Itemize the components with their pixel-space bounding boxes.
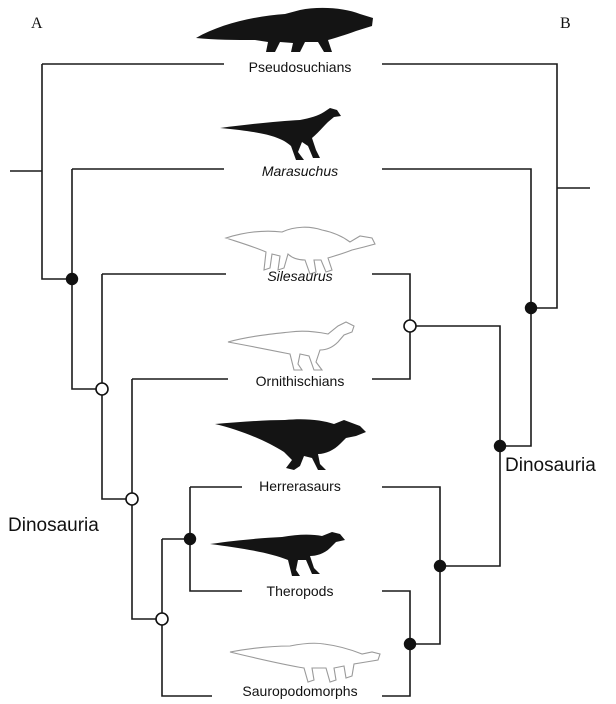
silhouette-theropods xyxy=(210,532,345,576)
tree-b-saurischia-stem xyxy=(440,446,500,566)
taxon-label-silesaurus: Silesaurus xyxy=(267,268,332,284)
taxon-label-sauropodomorphs: Sauropodomorphs xyxy=(242,683,357,699)
tree-b-branch-marasuchus xyxy=(382,169,531,308)
tree-b-node-filled xyxy=(435,561,446,572)
clade-label-dinosauria-b: Dinosauria xyxy=(505,455,596,476)
tree-b-node1-stem xyxy=(500,308,531,446)
silhouette-marasuchus xyxy=(220,108,341,160)
tree-a-node-open xyxy=(156,613,168,625)
tree-a-node1-connector xyxy=(42,64,72,279)
tree-a-node-open xyxy=(96,383,108,395)
taxon-label-theropods: Theropods xyxy=(267,583,334,599)
taxon-label-ornithischians: Ornithischians xyxy=(256,373,345,389)
tree-b-node-filled xyxy=(405,639,416,650)
silhouette-pseudosuchians xyxy=(196,8,373,52)
tree-b-sil-orn-clade xyxy=(372,274,500,446)
tree-a-node-filled xyxy=(185,534,196,545)
tree-a-node-open xyxy=(126,493,138,505)
tree-a xyxy=(10,64,242,696)
tree-a-node5-connector xyxy=(162,539,212,696)
panel-label-a: A xyxy=(31,15,43,32)
tree-b-thero-branch xyxy=(382,591,410,644)
silhouette-ornithischians xyxy=(228,322,354,370)
silhouette-silesaurus xyxy=(226,227,375,274)
clade-label-dinosauria-a: Dinosauria xyxy=(8,515,99,536)
silhouette-herrerasaurs xyxy=(215,419,366,470)
tree-a-node-filled xyxy=(67,274,78,285)
taxon-label-marasuchus: Marasuchus xyxy=(262,163,338,179)
tree-b-node-open xyxy=(404,320,416,332)
tree-a-herr-thero-clade xyxy=(190,487,242,591)
tree-b-node-filled xyxy=(526,303,537,314)
panel-label-b: B xyxy=(560,15,571,32)
taxon-label-herrerasaurs: Herrerasaurs xyxy=(259,478,341,494)
tree-b-sauro-branch xyxy=(382,566,440,696)
taxon-label-pseudosuchians: Pseudosuchians xyxy=(249,59,352,75)
tree-b-herr-branch xyxy=(382,487,440,566)
tree-b-node-filled xyxy=(495,441,506,452)
silhouette-sauropodomorphs xyxy=(230,643,380,682)
tree-b xyxy=(372,64,590,696)
